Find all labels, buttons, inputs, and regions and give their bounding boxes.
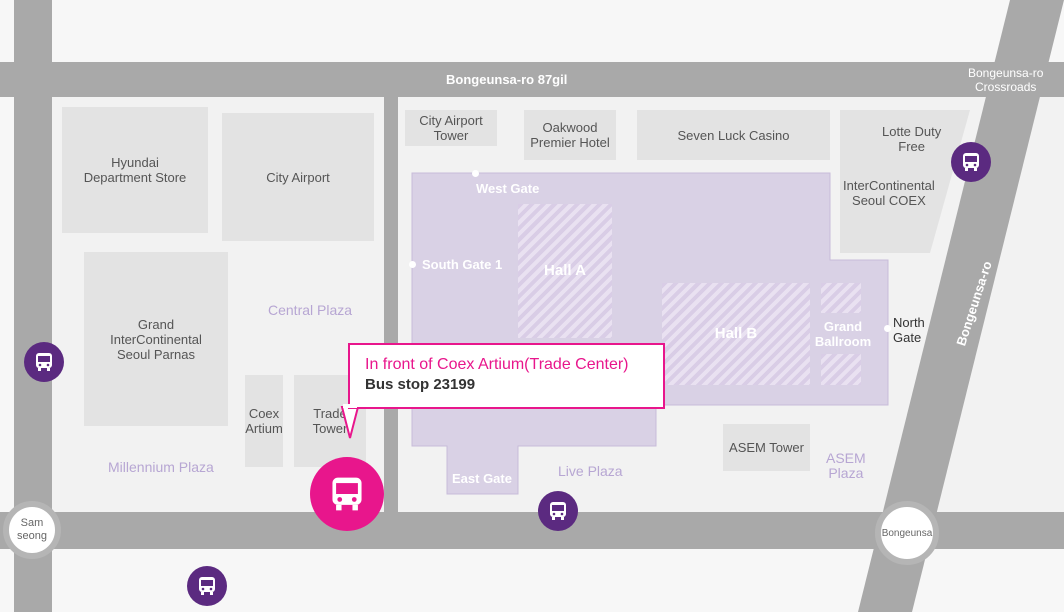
plaza-live: Live Plaza — [558, 463, 623, 479]
asem-tower-label: ASEM Tower — [729, 440, 804, 455]
oakwood-line2: Premier Hotel — [530, 135, 610, 150]
seven-luck-label: Seven Luck Casino — [677, 127, 790, 143]
hall-b: Hall B — [662, 283, 810, 385]
road-top — [0, 62, 1064, 97]
asem-plaza-line2: Plaza — [828, 465, 864, 481]
callout-stop-number: Bus stop 23199 — [365, 376, 476, 393]
east-gate-label: East Gate — [452, 471, 512, 486]
plaza-asem: ASEM Plaza — [826, 451, 866, 481]
city-airport-label: City Airport — [266, 169, 330, 185]
crossroads-line1: Bongeunsa-ro — [968, 66, 1044, 80]
west-gate-dot — [472, 170, 479, 177]
north-gate-dot — [884, 325, 891, 332]
callout-pointer-cover — [343, 404, 357, 408]
bongeunsa-label: Bongeunsa — [881, 527, 933, 539]
bus-icon[interactable] — [951, 142, 991, 182]
artium-line2: Artium — [245, 421, 283, 436]
samseong-line2: seong — [17, 530, 47, 542]
south-gate-dot — [409, 261, 416, 268]
bus-icon[interactable] — [310, 457, 384, 531]
north-gate-line2: Gate — [893, 330, 922, 345]
road-label-top: Bongeunsa-ro 87gil — [446, 72, 568, 87]
building-asem-tower: ASEM Tower — [723, 424, 810, 471]
bus-icon[interactable] — [187, 566, 227, 606]
samseong-line1: Sam — [20, 517, 44, 529]
grand-ballroom-bottom — [821, 354, 861, 385]
grand-ballroom-top — [821, 283, 861, 313]
west-gate-label: West Gate — [476, 181, 540, 196]
parnas-line3: Seoul Parnas — [116, 346, 196, 362]
ballroom-line1: Grand — [823, 319, 863, 334]
crossroads-line2: Crossroads — [975, 80, 1037, 94]
lotte-line2: Free — [898, 139, 925, 154]
parnas-line2: InterContinental — [110, 331, 202, 347]
artium-line1: Coex — [248, 406, 280, 421]
asem-plaza-line1: ASEM — [826, 450, 866, 466]
lotte-line1: Lotte Duty — [882, 124, 942, 139]
hyundai-line2: Department Store — [83, 170, 187, 185]
ic-coex-line1: InterContinental — [843, 178, 935, 193]
road-label-crossroads: Bongeunsa-ro Crossroads — [968, 66, 1043, 94]
intercontinental-coex-label: InterContinental Seoul COEX — [843, 178, 935, 208]
north-gate-label: North Gate — [893, 315, 925, 345]
hall-a: Hall A — [518, 204, 612, 338]
plaza-central: Central Plaza — [268, 302, 353, 318]
plaza-millennium: Millennium Plaza — [108, 459, 214, 475]
lotte-label: Lotte Duty Free — [882, 124, 941, 154]
bus-icon[interactable] — [538, 491, 578, 531]
building-seven-luck: Seven Luck Casino — [637, 110, 830, 160]
grand-ballroom-label: Grand Ballroom — [812, 319, 874, 349]
south-gate-label: South Gate 1 — [422, 257, 503, 272]
building-city-airport: City Airport — [222, 113, 374, 241]
bus-icon[interactable] — [24, 342, 64, 382]
north-gate-line1: North — [893, 315, 925, 330]
hall-a-label: Hall A — [544, 262, 586, 279]
trade-tower-line1: Trade — [313, 406, 347, 421]
cat-line2: Tower — [433, 128, 469, 143]
oakwood-line1: Oakwood — [542, 120, 598, 135]
trade-tower-line2: Tower — [312, 421, 348, 436]
bus-stop-callout: In front of Coex Artium(Trade Center) Bu… — [348, 343, 665, 409]
ballroom-line2: Ballroom — [814, 334, 872, 349]
cat-line1: City Airport — [419, 113, 483, 128]
callout-location: In front of Coex Artium(Trade Center) — [365, 356, 629, 373]
ic-coex-line2: Seoul COEX — [852, 193, 926, 208]
station-bongeunsa[interactable]: Bongeunsa — [875, 501, 939, 565]
hyundai-line1: Hyundai — [111, 155, 159, 170]
hall-b-label: Hall B — [714, 325, 758, 342]
parnas-line1: Grand — [137, 316, 175, 332]
